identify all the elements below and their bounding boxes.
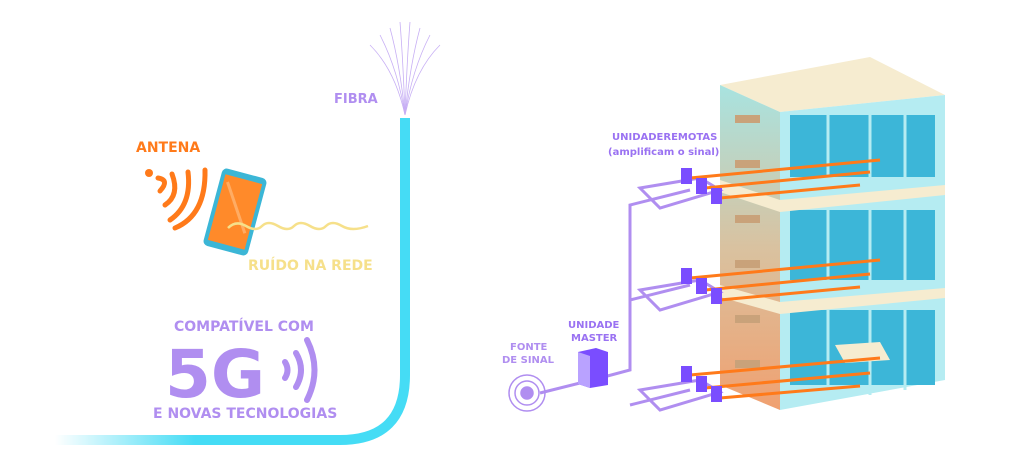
five-g-label: 5G bbox=[165, 336, 265, 413]
antenna-signal-icon bbox=[145, 167, 208, 231]
master-unit-icon bbox=[578, 348, 608, 388]
fonte-label-2: DE SINAL bbox=[502, 355, 555, 366]
fiber-cable bbox=[55, 21, 441, 445]
signal-source-icon bbox=[508, 374, 546, 412]
wireless-signal-icon bbox=[282, 337, 318, 403]
novas-label: E NOVAS TECNOLOGIAS bbox=[153, 406, 337, 422]
remote-units bbox=[681, 168, 722, 402]
building bbox=[720, 57, 945, 410]
antena-label: ANTENA bbox=[136, 140, 200, 156]
remotas-label: UNIDADEREMOTAS bbox=[612, 132, 717, 143]
master-label-2: MASTER bbox=[571, 333, 618, 344]
fibra-label: FIBRA bbox=[334, 92, 378, 107]
remotas-sub-label: (amplificam o sinal) bbox=[608, 147, 719, 158]
noise-wave bbox=[227, 221, 369, 231]
smartphone-icon bbox=[203, 168, 267, 256]
fonte-label-1: FONTE bbox=[510, 342, 548, 353]
compat-label: COMPATÍVEL COM bbox=[174, 318, 314, 335]
master-label-1: UNIDADE bbox=[568, 320, 620, 331]
coax-lines bbox=[689, 158, 881, 400]
ruido-label: RUÍDO NA REDE bbox=[248, 257, 373, 274]
fiber-strands-icon bbox=[369, 21, 441, 116]
